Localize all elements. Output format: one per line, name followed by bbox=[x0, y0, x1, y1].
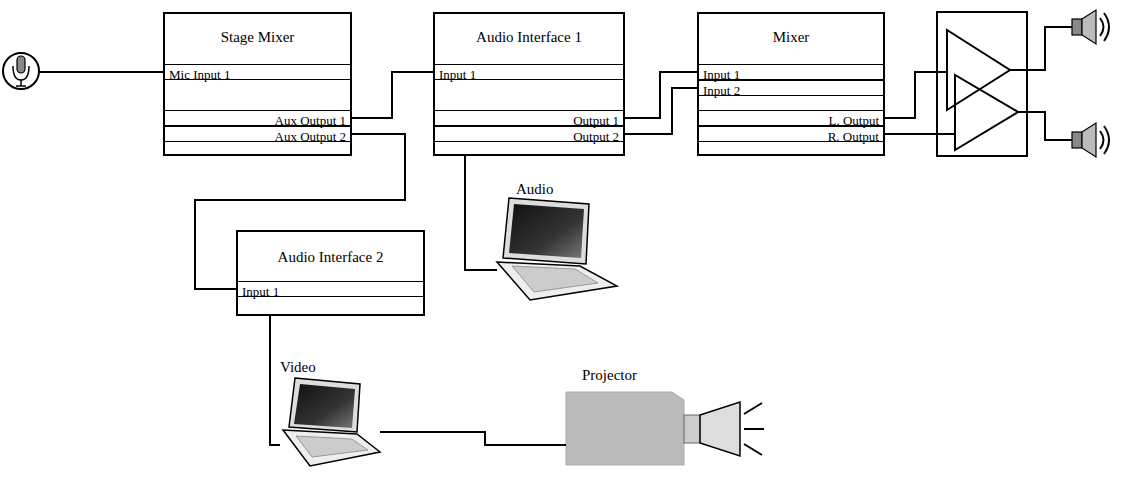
box-title: Mixer bbox=[773, 28, 810, 46]
device-illustration-node: Video bbox=[280, 356, 380, 470]
port-row: Input 1 bbox=[699, 64, 883, 80]
port-label: Output 1 bbox=[569, 114, 623, 128]
device-illustration-node: Audio bbox=[497, 178, 619, 302]
cable bbox=[623, 88, 699, 134]
laptop-illustration bbox=[283, 378, 380, 466]
port-row: Aux Output 1 bbox=[165, 110, 350, 126]
port-label: Input 1 bbox=[699, 68, 744, 82]
port-row: Output 2 bbox=[435, 126, 623, 142]
port-row: Input 2 bbox=[699, 80, 883, 96]
speaker-icon bbox=[1072, 123, 1109, 157]
port-row: Output 1 bbox=[435, 110, 623, 126]
port-label: Input 1 bbox=[435, 68, 480, 82]
port-label: Input 2 bbox=[699, 84, 744, 98]
port-label: R. Output bbox=[824, 130, 883, 144]
cable bbox=[623, 72, 699, 118]
port-row: R. Output bbox=[699, 126, 883, 142]
port-row: Aux Output 2 bbox=[165, 126, 350, 142]
port-label: Aux Output 1 bbox=[271, 114, 351, 128]
cable bbox=[380, 432, 566, 445]
amplifier-symbol bbox=[937, 12, 1027, 156]
port-label: Mic Input 1 bbox=[165, 68, 234, 82]
cable bbox=[465, 156, 497, 270]
device-label: Video bbox=[280, 358, 316, 376]
device-box: Audio Interface 1 Input 1 Output 1 Output 2 bbox=[433, 12, 625, 156]
cable bbox=[350, 72, 435, 118]
port-label: Aux Output 2 bbox=[271, 130, 351, 144]
port-row: L. Output bbox=[699, 110, 883, 126]
device-box: Audio Interface 2 Input 1 bbox=[236, 230, 425, 316]
device-illustration-node: Projector bbox=[566, 362, 766, 468]
cable bbox=[270, 316, 280, 445]
port-row: Input 1 bbox=[238, 281, 423, 297]
device-label: Audio bbox=[516, 180, 554, 198]
port-row: Input 1 bbox=[435, 64, 623, 80]
port-label: Output 2 bbox=[569, 130, 623, 144]
microphone-icon bbox=[3, 53, 163, 89]
device-box: Stage MixerMic Input 1 Aux Output 1 Aux Ou… bbox=[163, 12, 352, 156]
port-label: Input 1 bbox=[238, 285, 283, 299]
speaker-wires bbox=[885, 27, 1072, 140]
laptop-illustration bbox=[497, 198, 617, 300]
device-label: Projector bbox=[582, 366, 637, 384]
speaker-icon bbox=[1072, 10, 1109, 44]
box-title: Audio Interface 1 bbox=[476, 28, 582, 46]
projector-illustration bbox=[566, 392, 764, 465]
device-box: MixerInput 1 Input 2 L. Output R. Output bbox=[697, 12, 885, 156]
box-title: Stage Mixer bbox=[221, 28, 295, 46]
box-title: Audio Interface 2 bbox=[278, 248, 384, 266]
port-label: L. Output bbox=[824, 114, 883, 128]
port-row: Mic Input 1 bbox=[165, 64, 350, 80]
